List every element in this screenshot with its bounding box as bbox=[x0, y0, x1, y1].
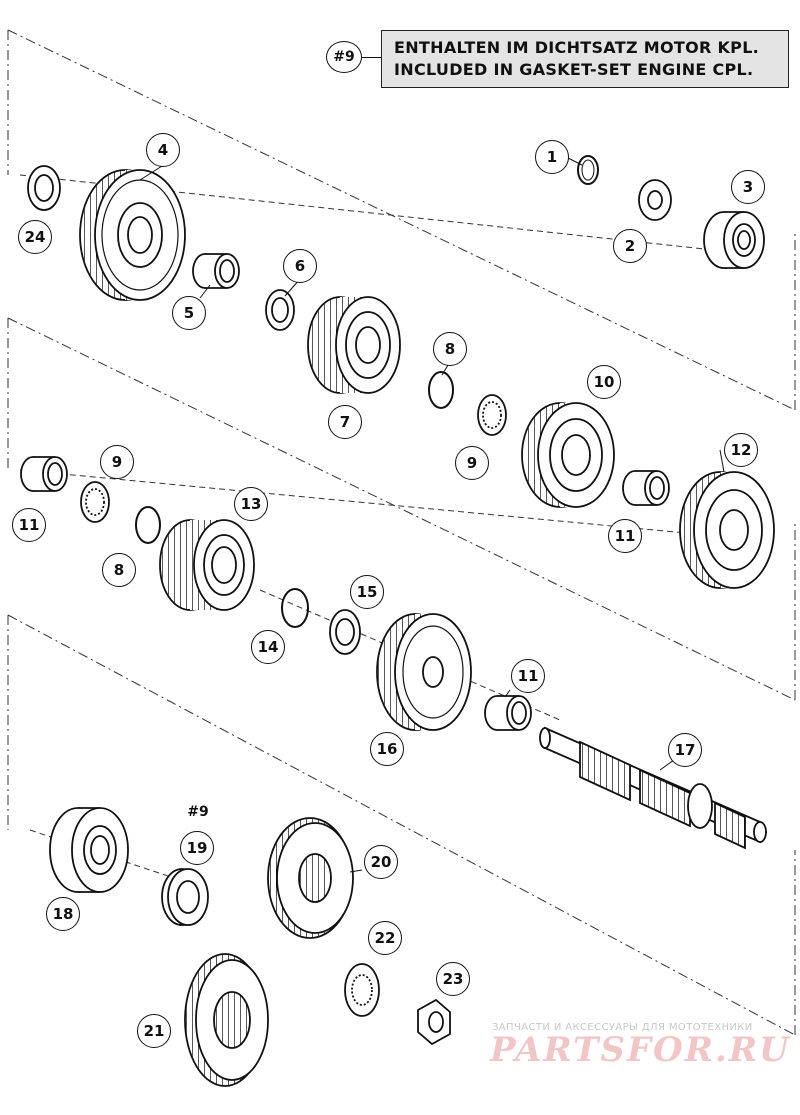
part-10-gear bbox=[521, 402, 615, 508]
part-11-needle-bearing-left bbox=[20, 456, 68, 492]
part-14-circlip bbox=[281, 588, 309, 628]
part-2-washer bbox=[638, 179, 672, 221]
callout-9-lower: 9 bbox=[100, 445, 134, 479]
callout-7: 7 bbox=[328, 405, 362, 439]
callout-20: 20 bbox=[364, 845, 398, 879]
callout-8-upper: 8 bbox=[433, 332, 467, 366]
part-4-gear bbox=[79, 169, 186, 301]
part-21-sprocket bbox=[184, 953, 269, 1087]
callout-4: 4 bbox=[146, 133, 180, 167]
watermark-tagline: ЗАПЧАСТИ И АКСЕССУАРЫ ДЛЯ МОТОТЕХНИКИ bbox=[492, 1022, 753, 1033]
part-8-circlip-lower bbox=[135, 506, 161, 544]
callout-12: 12 bbox=[724, 433, 758, 467]
callout-15: 15 bbox=[350, 575, 384, 609]
callout-21: 21 bbox=[137, 1014, 171, 1048]
callout-16: 16 bbox=[370, 732, 404, 766]
part-9-splined-washer-upper bbox=[477, 394, 507, 436]
part-3-bearing bbox=[703, 211, 765, 269]
part-24-washer bbox=[27, 165, 61, 211]
part-19-seal bbox=[161, 868, 209, 926]
callout-11-middle: 11 bbox=[511, 659, 545, 693]
callout-13: 13 bbox=[234, 487, 268, 521]
part-11-needle-bearing-right bbox=[622, 470, 670, 506]
callout-2: 2 bbox=[613, 229, 647, 263]
callout-19-reference: #9 bbox=[187, 804, 209, 820]
part-11-needle-bearing-middle bbox=[484, 695, 532, 731]
note-line-german: ENTHALTEN IM DICHTSATZ MOTOR KPL. bbox=[394, 38, 760, 57]
part-22-lock-washer bbox=[344, 963, 380, 1017]
part-6-washer bbox=[265, 289, 295, 331]
part-9-splined-washer-lower bbox=[80, 481, 110, 523]
part-18-bearing bbox=[49, 807, 129, 893]
part-12-gear bbox=[679, 471, 775, 589]
part-13-gear bbox=[159, 519, 255, 611]
callout-14: 14 bbox=[251, 630, 285, 664]
callout-17: 17 bbox=[668, 733, 702, 767]
part-15-washer bbox=[329, 609, 361, 655]
callout-11-left: 11 bbox=[12, 508, 46, 542]
watermark-brand-logo: PARTSFOR.RU bbox=[490, 1030, 791, 1070]
callout-5: 5 bbox=[172, 296, 206, 330]
part-17-shaft bbox=[539, 726, 767, 850]
part-8-circlip-upper bbox=[428, 371, 454, 409]
callout-24: 24 bbox=[18, 220, 52, 254]
part-23-nut bbox=[417, 998, 451, 1046]
callout-10: 10 bbox=[587, 365, 621, 399]
part-16-gear bbox=[376, 613, 472, 731]
callout-6: 6 bbox=[283, 249, 317, 283]
part-1-circlip bbox=[577, 155, 599, 185]
callout-23: 23 bbox=[436, 962, 470, 996]
callout-11-right: 11 bbox=[608, 519, 642, 553]
callout-19: 19 bbox=[180, 831, 214, 865]
gasket-set-note: ENTHALTEN IM DICHTSATZ MOTOR KPL. INCLUD… bbox=[381, 30, 789, 88]
callout-8-lower: 8 bbox=[102, 553, 136, 587]
part-5-needle-bearing bbox=[192, 253, 240, 289]
part-7-gear bbox=[307, 296, 401, 394]
note-reference-badge: #9 bbox=[326, 41, 362, 73]
callout-1: 1 bbox=[535, 140, 569, 174]
callout-18: 18 bbox=[46, 897, 80, 931]
callout-22: 22 bbox=[368, 921, 402, 955]
note-leader-line bbox=[362, 57, 382, 58]
note-line-english: INCLUDED IN GASKET-SET ENGINE CPL. bbox=[394, 60, 754, 79]
part-20-sprocket bbox=[267, 817, 354, 939]
callout-9-upper: 9 bbox=[455, 446, 489, 480]
callout-3: 3 bbox=[731, 170, 765, 204]
